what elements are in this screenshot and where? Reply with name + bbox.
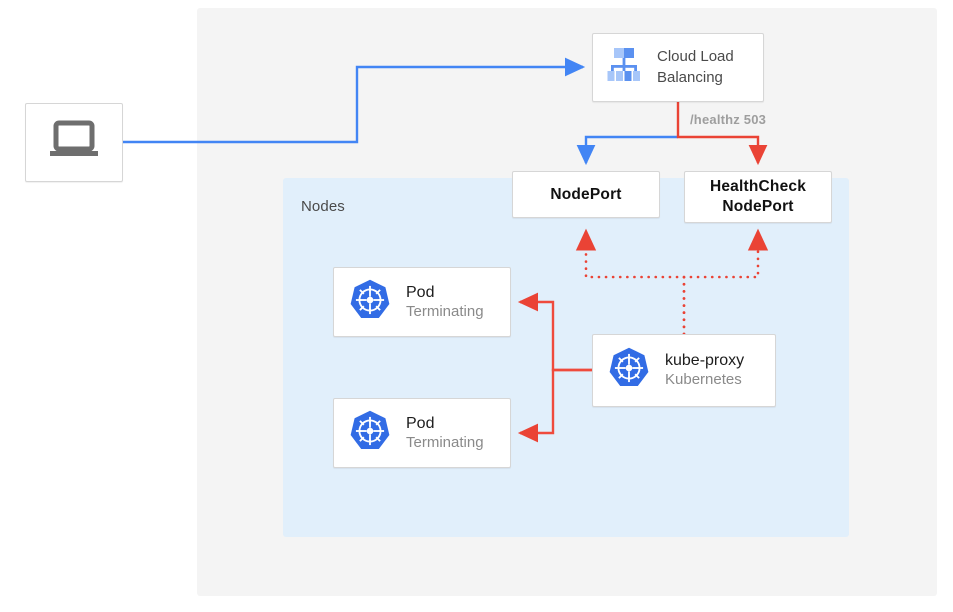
pod-node-2: Pod Terminating bbox=[333, 398, 511, 468]
pod-1-title: Pod bbox=[406, 283, 435, 301]
kube-proxy-node: kube-proxy Kubernetes bbox=[592, 334, 776, 407]
kube-proxy-subtitle: Kubernetes bbox=[665, 371, 742, 389]
kube-proxy-text: kube-proxy Kubernetes bbox=[665, 351, 744, 390]
healthcheck-nodeport-label-line1: HealthCheck bbox=[709, 178, 807, 196]
healthcheck-nodeport-label-line2: NodePort bbox=[722, 198, 794, 215]
cloud-load-balancing-node: Cloud Load Balancing bbox=[592, 33, 764, 102]
kube-proxy-title: kube-proxy bbox=[665, 352, 745, 370]
pod-1-status: Terminating bbox=[406, 302, 484, 320]
cloud-load-balancing-icon bbox=[603, 44, 645, 91]
cloud-load-balancing-title-line2: Balancing bbox=[657, 68, 723, 86]
nodes-region-label: Nodes bbox=[301, 198, 345, 215]
healthz-edge-label: /healthz 503 bbox=[690, 112, 767, 127]
pod-2-text: Pod Terminating bbox=[406, 414, 484, 453]
kubernetes-icon bbox=[607, 346, 651, 395]
cloud-load-balancing-label: Cloud Load Balancing bbox=[657, 47, 734, 88]
pod-2-status: Terminating bbox=[406, 433, 484, 451]
nodeport-label: NodePort bbox=[550, 185, 622, 203]
pod-1-text: Pod Terminating bbox=[406, 283, 484, 322]
healthcheck-nodeport-label: HealthCheck NodePort bbox=[710, 177, 806, 217]
pod-2-title: Pod bbox=[406, 414, 435, 432]
laptop-icon bbox=[48, 120, 100, 165]
pod-node-1: Pod Terminating bbox=[333, 267, 511, 337]
healthcheck-nodeport-node: HealthCheck NodePort bbox=[684, 171, 832, 223]
cloud-load-balancing-title-line1: Cloud Load bbox=[657, 47, 734, 65]
kubernetes-icon bbox=[348, 278, 392, 327]
kubernetes-icon bbox=[348, 409, 392, 458]
client-node bbox=[25, 103, 123, 182]
nodeport-node: NodePort bbox=[512, 171, 660, 218]
